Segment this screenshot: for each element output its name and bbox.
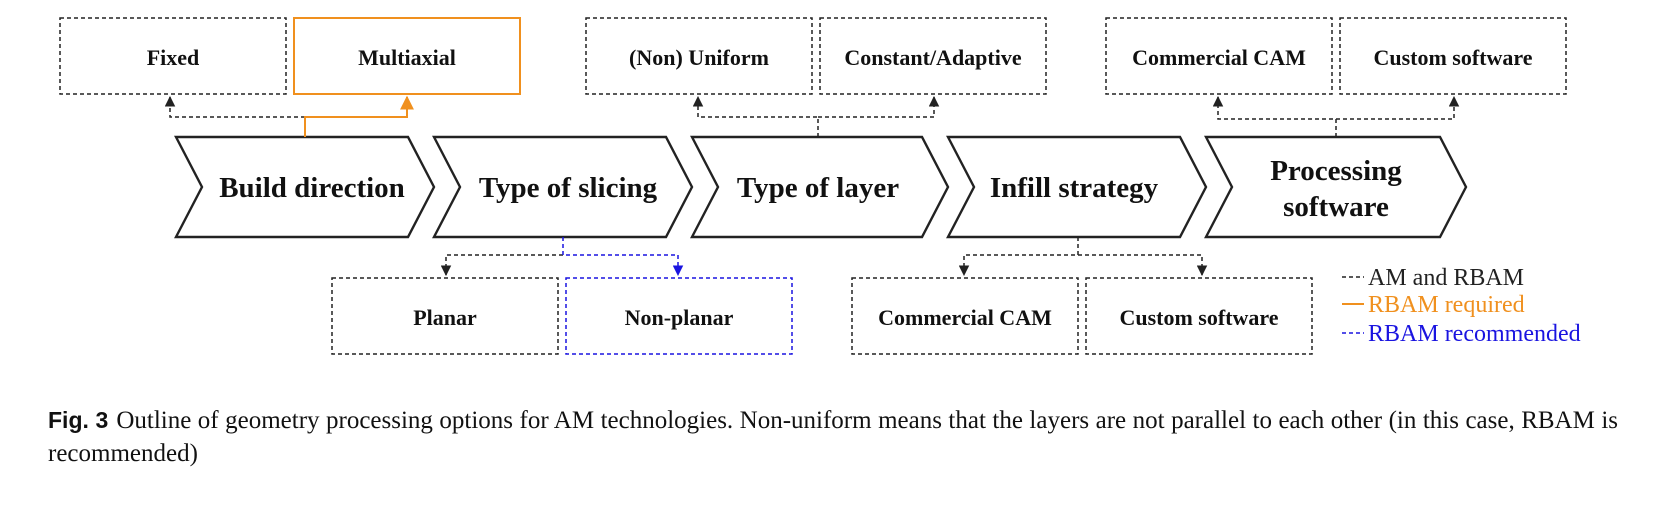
option-box xyxy=(59,17,287,95)
dashed-connector xyxy=(958,237,1079,277)
option-box xyxy=(565,277,793,355)
connector-processing-software xyxy=(1212,95,1460,137)
chevron-label: Type of slicing xyxy=(479,172,658,204)
option-label: Commercial CAM xyxy=(1132,45,1306,70)
option-processing-custom-software: Custom software xyxy=(1339,17,1567,95)
option-label: Constant/Adaptive xyxy=(844,45,1021,70)
step-build-direction: Build direction xyxy=(174,135,436,239)
step-type-of-slicing: Type of slicing xyxy=(432,135,694,239)
dashed-connector xyxy=(692,95,819,137)
legend-label: RBAM required xyxy=(1368,292,1525,318)
connector-build-direction xyxy=(164,95,414,137)
caption-text: Outline of geometry processing options f… xyxy=(48,407,1619,467)
option-box xyxy=(331,277,559,355)
chevron-label: Processing xyxy=(1270,155,1402,187)
option-box xyxy=(293,17,521,95)
blue-connector xyxy=(562,237,684,277)
option-label: Non-planar xyxy=(625,305,734,330)
option-processing-commercial-cam: Commercial CAM xyxy=(1105,17,1333,95)
chevron-label: Infill strategy xyxy=(990,172,1159,204)
option-label: Planar xyxy=(413,305,477,330)
legend: AM and RBAM RBAM required RBAM recommend… xyxy=(1342,265,1581,347)
connector-type-of-slicing xyxy=(440,237,684,277)
option-multiaxial: Multiaxial xyxy=(293,17,521,95)
option-box xyxy=(1339,17,1567,95)
legend-item-rbam-required: RBAM required xyxy=(1342,292,1525,318)
step-infill-strategy: Infill strategy xyxy=(946,135,1208,239)
chevron-label: Build direction xyxy=(219,172,405,204)
option-label: Commercial CAM xyxy=(878,305,1052,330)
option-box xyxy=(851,277,1079,355)
step-processing-software: Processing software xyxy=(1204,135,1468,239)
option-label: Custom software xyxy=(1119,305,1278,330)
dashed-connector xyxy=(818,95,940,118)
orange-connector xyxy=(304,95,414,137)
chevron-label: Type of layer xyxy=(737,172,899,204)
option-box xyxy=(585,17,813,95)
legend-label: AM and RBAM xyxy=(1368,265,1524,291)
legend-item-rbam-recommended: RBAM recommended xyxy=(1342,321,1581,347)
connector-infill-strategy xyxy=(958,237,1208,277)
option-label: Custom software xyxy=(1373,45,1532,70)
option-non-planar: Non-planar xyxy=(565,277,793,355)
option-label: (Non) Uniform xyxy=(629,45,769,70)
option-planar: Planar xyxy=(331,277,559,355)
dashed-connector xyxy=(440,254,563,277)
option-box xyxy=(819,17,1047,95)
option-label: Multiaxial xyxy=(358,45,456,70)
dashed-connector xyxy=(1212,95,1337,137)
chevron-shape xyxy=(690,135,950,239)
chevron-shape xyxy=(1204,135,1468,239)
legend-label: RBAM recommended xyxy=(1368,321,1581,347)
option-fixed: Fixed xyxy=(59,17,287,95)
chevron-shape xyxy=(946,135,1208,239)
step-type-of-layer: Type of layer xyxy=(690,135,950,239)
option-box xyxy=(1105,17,1333,95)
option-infill-custom-software: Custom software xyxy=(1085,277,1313,355)
dashed-connector xyxy=(1078,254,1208,277)
figure-label: Fig. 3 xyxy=(48,407,109,433)
option-infill-commercial-cam: Commercial CAM xyxy=(851,277,1079,355)
option-label: Fixed xyxy=(147,45,200,70)
option-constant-adaptive: Constant/Adaptive xyxy=(819,17,1047,95)
option-non-uniform: (Non) Uniform xyxy=(585,17,813,95)
chevron-label: software xyxy=(1283,191,1389,223)
dashed-connector xyxy=(1336,95,1460,120)
legend-item-am-and-rbam: AM and RBAM xyxy=(1342,265,1524,291)
option-box xyxy=(1085,277,1313,355)
chevron-shape xyxy=(174,135,436,239)
chevron-shape xyxy=(432,135,694,239)
connector-type-of-layer xyxy=(692,95,940,137)
dashed-connector xyxy=(164,95,305,118)
